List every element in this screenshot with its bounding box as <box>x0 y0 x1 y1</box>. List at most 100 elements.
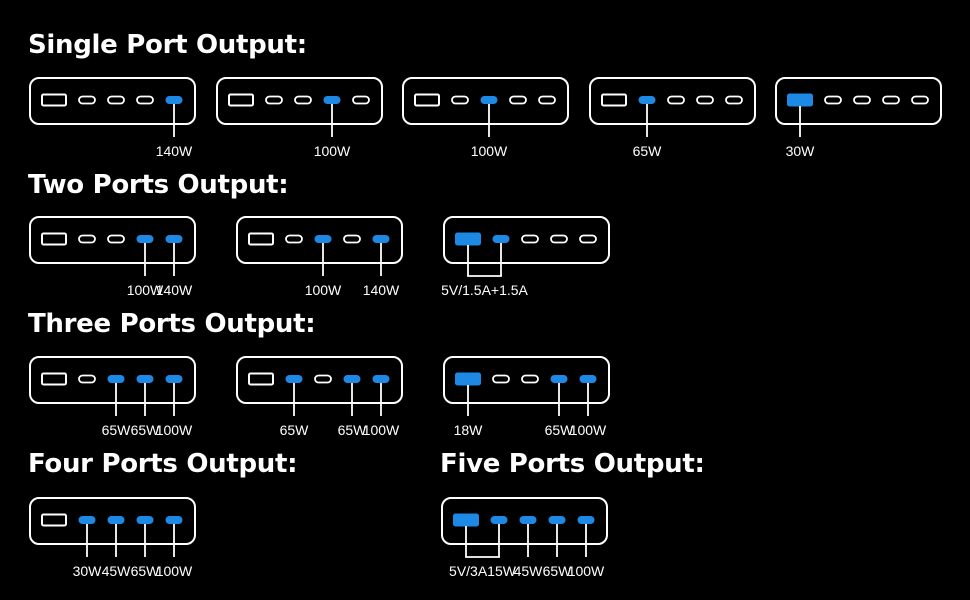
usb-c-port-active <box>492 235 510 243</box>
output-power-label: 65W <box>543 563 573 579</box>
usb-c-port-active <box>577 516 595 524</box>
usb-a-port <box>41 372 67 386</box>
power-bank-outline <box>441 497 608 545</box>
heading-four-ports: Four Ports Output: <box>28 449 298 479</box>
output-power-label: 65W <box>280 422 310 438</box>
usb-c-port <box>725 95 743 105</box>
output-power-label: 100W <box>156 563 193 579</box>
usb-a-port-active <box>787 93 813 107</box>
usb-c-port <box>509 95 527 105</box>
usb-c-port <box>521 374 539 384</box>
usb-c-port <box>285 234 303 244</box>
power-bank-outline <box>29 216 196 264</box>
usb-a-port <box>414 93 440 107</box>
heading-three-ports: Three Ports Output: <box>28 309 316 339</box>
usb-c-port-active <box>314 235 332 243</box>
usb-c-port-active <box>372 235 390 243</box>
usb-a-port <box>41 232 67 246</box>
usb-c-port <box>352 95 370 105</box>
power-bank-outline <box>402 77 569 125</box>
usb-c-port-active <box>638 96 656 104</box>
usb-c-port <box>824 95 842 105</box>
power-bank-outline <box>443 216 610 264</box>
output-power-label: 30W <box>73 563 103 579</box>
output-power-label: 5V/1.5A+1.5A <box>441 282 528 298</box>
output-power-label: 100W <box>570 422 607 438</box>
usb-c-port <box>107 95 125 105</box>
usb-c-port-active <box>165 516 183 524</box>
usb-c-port <box>78 95 96 105</box>
output-power-label: 100W <box>568 563 605 579</box>
usb-a-port-active <box>453 513 479 527</box>
usb-c-port-active <box>550 375 568 383</box>
usb-c-port-active <box>480 96 498 104</box>
usb-c-port <box>882 95 900 105</box>
usb-c-port <box>492 374 510 384</box>
usb-c-port <box>78 234 96 244</box>
usb-a-port <box>41 93 67 107</box>
usb-c-port <box>451 95 469 105</box>
usb-c-port-active <box>78 516 96 524</box>
output-power-label: 65W <box>545 422 575 438</box>
usb-c-port-active <box>548 516 566 524</box>
output-power-label: 65W <box>633 143 663 159</box>
usb-c-port-active <box>490 516 508 524</box>
usb-c-port <box>107 234 125 244</box>
heading-single-port: Single Port Output: <box>28 30 307 60</box>
output-power-label: 65W <box>102 422 132 438</box>
power-bank-outline <box>589 77 756 125</box>
output-power-label: 100W <box>127 282 164 298</box>
usb-c-port <box>579 234 597 244</box>
usb-c-port <box>911 95 929 105</box>
usb-c-port-active <box>136 375 154 383</box>
heading-five-ports: Five Ports Output: <box>440 449 705 479</box>
power-bank-device: 140W <box>29 77 196 159</box>
usb-c-port-active <box>107 516 125 524</box>
power-bank-device: 5V/1.5A+1.5A <box>441 216 610 298</box>
power-bank-outline <box>29 497 196 545</box>
output-power-label: 65W <box>131 563 161 579</box>
usb-c-port <box>521 234 539 244</box>
usb-c-port <box>78 374 96 384</box>
usb-c-port-active <box>285 375 303 383</box>
usb-c-port <box>136 95 154 105</box>
usb-a-port <box>601 93 627 107</box>
output-power-label: 100W <box>363 422 400 438</box>
power-bank-outline <box>236 356 403 404</box>
power-bank-outline <box>29 356 196 404</box>
usb-c-port <box>696 95 714 105</box>
usb-a-port <box>228 93 254 107</box>
power-bank-device: 100W <box>216 77 383 159</box>
usb-c-port-active <box>165 96 183 104</box>
output-power-label: 45W <box>102 563 132 579</box>
output-power-label: 65W <box>338 422 368 438</box>
usb-a-port <box>248 372 274 386</box>
usb-a-port-active <box>455 232 481 246</box>
usb-c-port-active <box>165 235 183 243</box>
usb-c-port-active <box>519 516 537 524</box>
usb-c-port <box>294 95 312 105</box>
output-power-label: 100W <box>156 422 193 438</box>
output-power-label: 45W <box>514 563 544 579</box>
power-bank-device: 30W <box>775 77 942 159</box>
output-power-label: 140W <box>156 282 193 298</box>
power-bank-outline <box>216 77 383 125</box>
usb-c-port-active <box>136 235 154 243</box>
usb-c-port-active <box>165 375 183 383</box>
output-power-label: 65W <box>131 422 161 438</box>
power-bank-outline <box>236 216 403 264</box>
output-power-label: 100W <box>471 143 508 159</box>
output-power-label: 100W <box>305 282 342 298</box>
usb-c-port <box>550 234 568 244</box>
output-power-label: 140W <box>156 143 193 159</box>
usb-a-port <box>41 513 67 527</box>
power-bank-outline <box>29 77 196 125</box>
